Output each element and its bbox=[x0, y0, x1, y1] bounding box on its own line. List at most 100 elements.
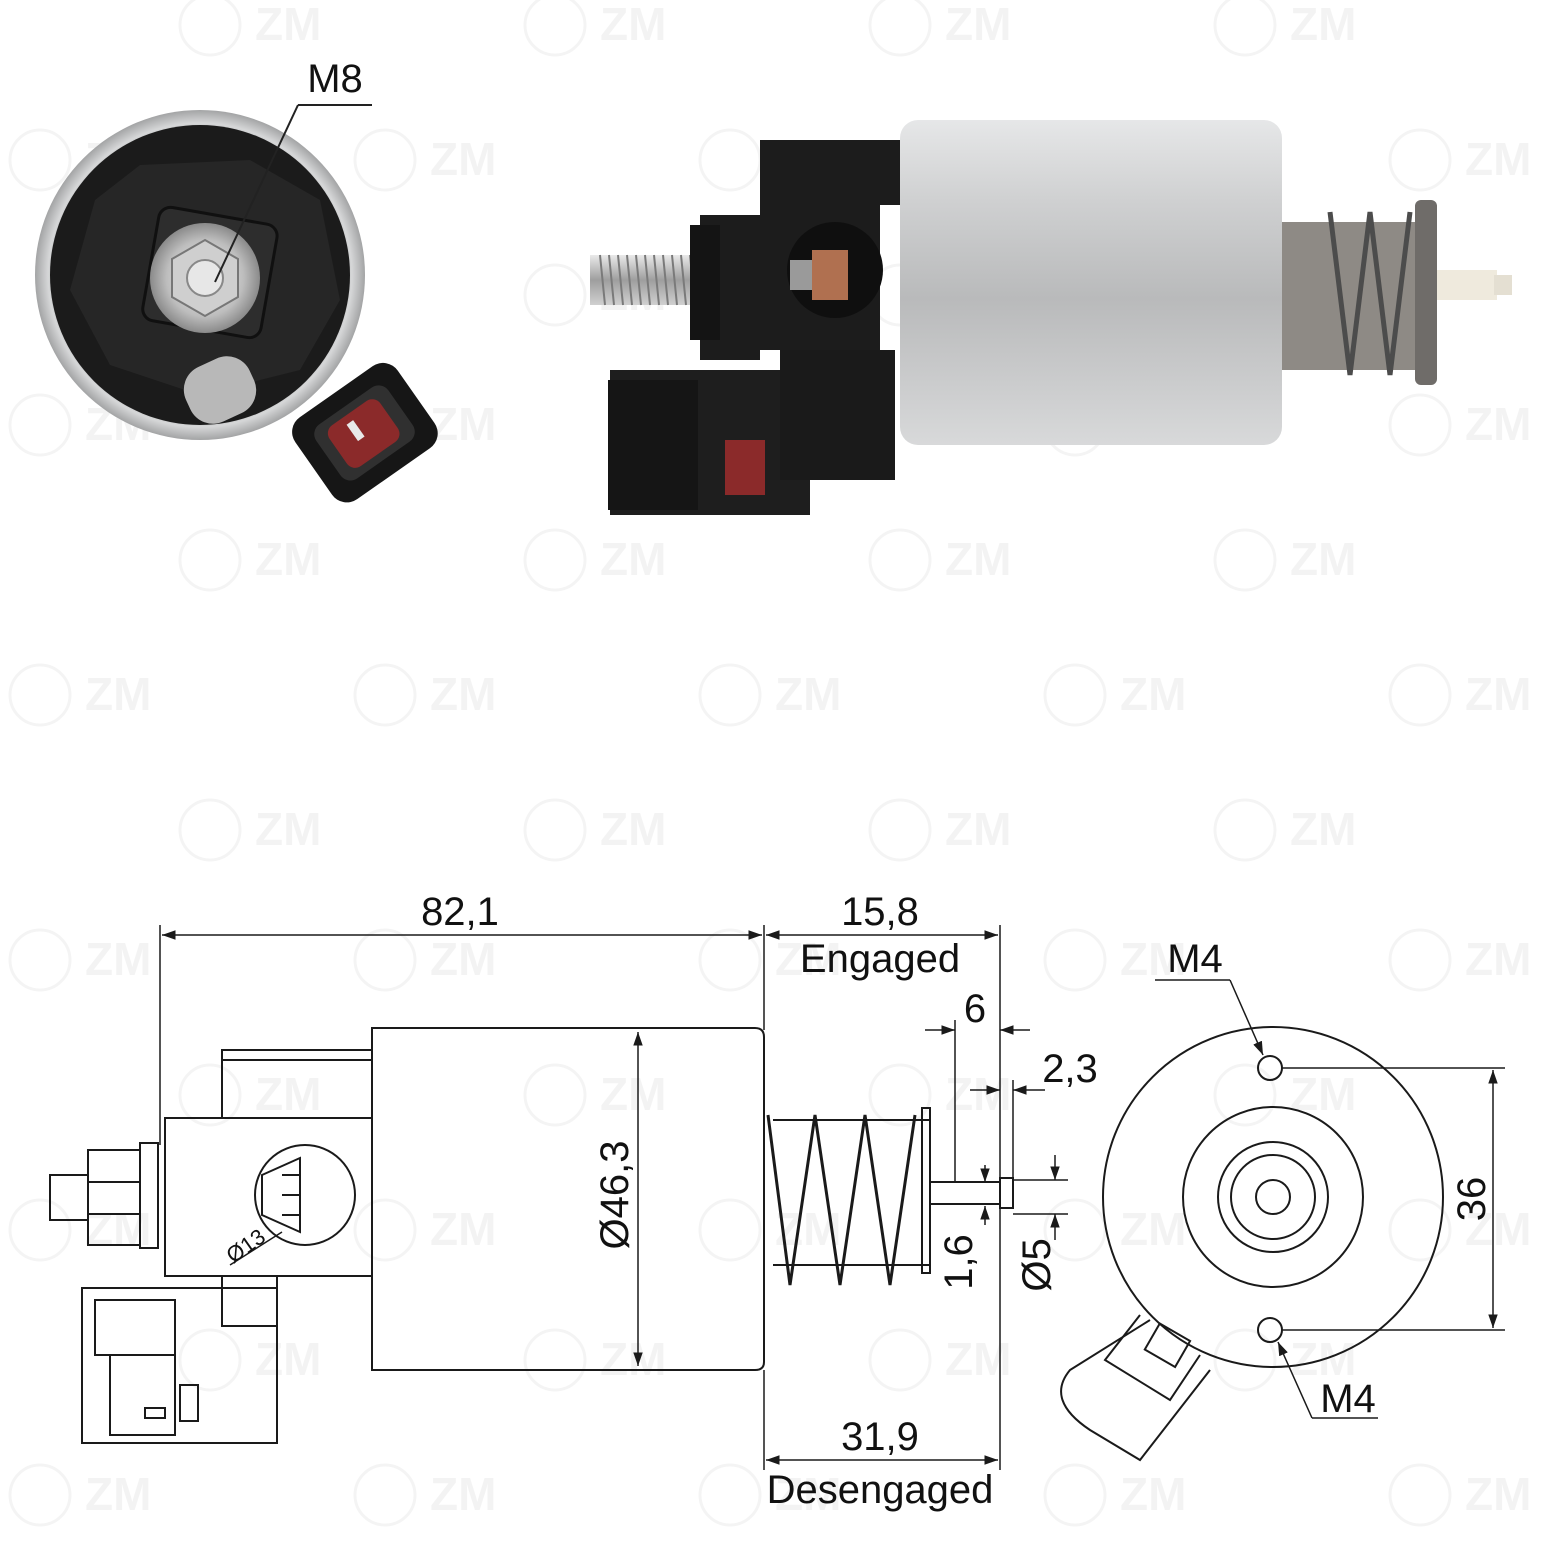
watermark-text: ZM bbox=[945, 1333, 1011, 1385]
watermark-text: ZM bbox=[85, 933, 151, 985]
watermark-logo-ring bbox=[868, 528, 932, 592]
watermark-logo-ring bbox=[8, 128, 72, 192]
thread-line bbox=[635, 254, 642, 306]
m4-top-label: M4 bbox=[1167, 937, 1223, 981]
watermark-text: ZM bbox=[1465, 668, 1531, 720]
watermark-logo-ring bbox=[1213, 528, 1277, 592]
watermark-logo-ring bbox=[1213, 0, 1277, 57]
housing-terminal bbox=[164, 1117, 373, 1277]
watermark-logo-ring bbox=[868, 1063, 932, 1127]
watermark-logo-ring bbox=[1213, 798, 1277, 862]
dimension-labels: 82,1 15,8 Engaged 6 2,3 Ø46,3 1,6 Ø5 Ø13… bbox=[221, 890, 1494, 1512]
watermark-text: ZM bbox=[85, 668, 151, 720]
dim-plunger-tip: 6 bbox=[964, 987, 986, 1031]
terminal-contact bbox=[254, 1144, 356, 1246]
thread-line bbox=[653, 254, 660, 306]
watermark-text: ZM bbox=[430, 398, 496, 450]
thread-line bbox=[617, 254, 624, 306]
thread-line bbox=[662, 254, 669, 306]
watermark-text: ZM bbox=[1290, 803, 1356, 855]
drawing-connector bbox=[81, 1287, 278, 1444]
dim-total-length: 82,1 bbox=[421, 890, 499, 934]
watermark-logo-ring bbox=[178, 528, 242, 592]
engaged-label: Engaged bbox=[800, 937, 960, 981]
mount-hole-bottom bbox=[1257, 1317, 1283, 1343]
drawing-end-elevation bbox=[1060, 1026, 1444, 1462]
dim-body-diameter: Ø46,3 bbox=[593, 1141, 637, 1250]
watermark-text: ZM bbox=[85, 1468, 151, 1520]
spring-flange bbox=[1415, 200, 1437, 385]
watermark-logo-ring bbox=[1213, 1328, 1277, 1392]
photo-side-view bbox=[590, 120, 1512, 515]
thread-line bbox=[644, 254, 651, 306]
watermark-logo-ring bbox=[523, 0, 587, 57]
m8-leader-line bbox=[214, 104, 299, 283]
watermark-text: ZM bbox=[255, 1068, 321, 1120]
watermark-logo-ring bbox=[1388, 1198, 1452, 1262]
plunger-boss bbox=[183, 356, 257, 424]
watermark-text: ZM bbox=[1290, 1068, 1356, 1120]
watermark-logo-ring bbox=[1388, 128, 1452, 192]
watermark-logo-ring bbox=[353, 1463, 417, 1527]
m4-bottom-label: M4 bbox=[1320, 1377, 1376, 1421]
watermark-logo-ring bbox=[8, 663, 72, 727]
return-spring bbox=[1327, 211, 1413, 376]
watermark-logo-ring bbox=[1043, 663, 1107, 727]
watermark-text: ZM bbox=[945, 803, 1011, 855]
watermark-logo-ring bbox=[1043, 1198, 1107, 1262]
watermark-logo-ring bbox=[698, 928, 762, 992]
copper-contact bbox=[812, 250, 848, 300]
dim-tip-diameter: Ø5 bbox=[1015, 1238, 1059, 1291]
watermark-text: ZM bbox=[1465, 398, 1531, 450]
watermark-text: ZM bbox=[1465, 133, 1531, 185]
plunger-tip bbox=[1437, 270, 1497, 300]
watermark-logo-ring bbox=[8, 928, 72, 992]
watermark-text: ZM bbox=[255, 533, 321, 585]
m8-label: M8 bbox=[307, 57, 363, 101]
watermark-text: ZM bbox=[1120, 1203, 1186, 1255]
watermark-text: ZM bbox=[1290, 0, 1356, 50]
watermark-logo-ring bbox=[698, 1198, 762, 1262]
thread-line bbox=[680, 254, 687, 306]
watermark-logo-ring bbox=[698, 663, 762, 727]
watermark-logo-ring bbox=[523, 1063, 587, 1127]
watermark-text: ZM bbox=[1465, 933, 1531, 985]
watermark-logo-ring bbox=[1388, 928, 1452, 992]
watermark-logo-ring bbox=[8, 1463, 72, 1527]
watermark-text: ZM bbox=[600, 533, 666, 585]
watermark-text: ZM bbox=[1120, 933, 1186, 985]
watermark-text: ZM bbox=[600, 1333, 666, 1385]
watermark-logo-ring bbox=[178, 0, 242, 57]
watermark-logo-ring bbox=[1043, 928, 1107, 992]
thread-line bbox=[671, 254, 678, 306]
watermark-text: ZM bbox=[1290, 533, 1356, 585]
watermark-text: ZM bbox=[255, 803, 321, 855]
watermark-text: ZM bbox=[255, 1333, 321, 1385]
drawing-side-elevation bbox=[49, 1027, 1014, 1444]
dim-terminal-diameter: Ø13 bbox=[221, 1224, 269, 1268]
stud-end bbox=[49, 1174, 89, 1221]
watermark-text: ZM bbox=[430, 933, 496, 985]
dimension-lines bbox=[159, 925, 1505, 1470]
watermark-logo-ring bbox=[523, 263, 587, 327]
plunger-body bbox=[1282, 222, 1417, 370]
watermark-logo-ring bbox=[353, 663, 417, 727]
watermark-logo-ring bbox=[868, 0, 932, 57]
watermark-text: ZM bbox=[600, 1068, 666, 1120]
watermark-logo-ring bbox=[698, 128, 762, 192]
photo-connector-end bbox=[292, 362, 438, 503]
watermark-text: ZM bbox=[430, 133, 496, 185]
watermark-text: ZM bbox=[255, 0, 321, 50]
watermark-logo-ring bbox=[178, 798, 242, 862]
watermark-logo-ring bbox=[868, 1328, 932, 1392]
watermark-logo-ring bbox=[178, 1063, 242, 1127]
watermark-logo-ring bbox=[1388, 663, 1452, 727]
drawing-flange bbox=[921, 1107, 931, 1274]
watermark-logo-ring bbox=[1388, 393, 1452, 457]
watermark-logo-ring bbox=[1388, 1463, 1452, 1527]
dim-tip-thickness: 1,6 bbox=[937, 1234, 981, 1290]
watermark-text: ZM bbox=[775, 933, 841, 985]
watermark-logo-ring bbox=[8, 1198, 72, 1262]
watermark-text: ZM bbox=[1120, 668, 1186, 720]
thread-line bbox=[608, 254, 615, 306]
